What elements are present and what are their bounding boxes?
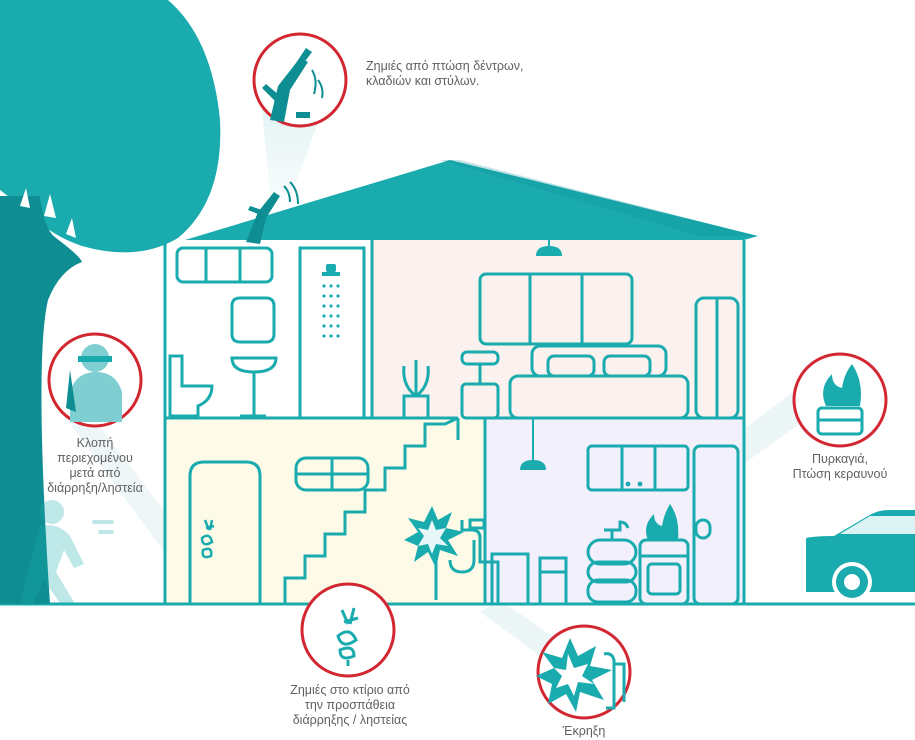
callout-break-in-circle	[300, 582, 396, 678]
callout-tree-line-1: Ζημιές από πτώση δέντρων,	[366, 59, 524, 73]
car	[806, 510, 915, 602]
fire-icon	[816, 364, 864, 436]
callout-break-in-line-3: διάρρηξης / ληστείας	[292, 713, 408, 727]
callout-fire-line-1: Πυρκαγιά,	[811, 452, 869, 466]
bedroom	[372, 240, 744, 418]
door-lock-damage-icon	[200, 519, 215, 559]
callout-theft-line-3: μετά από	[69, 466, 121, 480]
callout-tree-line-2: κλαδιών και στύλων.	[366, 74, 480, 88]
house	[0, 160, 915, 606]
kitchen-items	[490, 444, 740, 606]
callout-fire-line-2: Πτώση κεραυνού	[792, 467, 888, 481]
broken-lock-icon	[336, 607, 359, 666]
explosion-icon	[536, 638, 626, 712]
fallen-branch	[246, 181, 299, 244]
callout-break-in-label: Ζημιές στο κτίριο από την προσπάθεια διά…	[270, 683, 430, 728]
callout-theft-line-1: Κλοπή	[76, 436, 114, 450]
bedroom-furniture	[402, 272, 740, 420]
callout-theft-line-4: διάρρηξη/ληστεία	[47, 481, 143, 495]
callout-break-in-line-1: Ζημιές στο κτίριο από	[290, 683, 410, 697]
shower-icon	[322, 264, 340, 338]
pendant-lamp-icon	[520, 460, 546, 470]
running-thief	[20, 500, 114, 606]
hallway-items	[188, 456, 500, 604]
callout-tree-label: Ζημιές από πτώση δέντρων, κλαδιών και στ…	[366, 59, 524, 89]
ceiling-lamp-icon	[536, 246, 562, 256]
tree	[0, 0, 221, 604]
callout-explosion-line-1: Έκρηξη	[562, 724, 606, 738]
callout-fire-label: Πυρκαγιά, Πτώση κεραυνού	[770, 452, 910, 482]
roof	[185, 160, 758, 240]
callout-theft-label: Κλοπή περιεχομένου μετά από διάρρηξη/λησ…	[20, 436, 170, 496]
thief-icon	[66, 344, 122, 422]
callout-theft-line-2: περιεχομένου	[57, 451, 133, 465]
callout-break-in-line-2: την προσπάθεια	[304, 698, 396, 712]
stove-fire-icon	[646, 504, 679, 540]
callout-explosion-label: Έκρηξη	[534, 724, 634, 739]
bathroom	[168, 246, 366, 420]
fallen-branch-icon	[262, 48, 324, 122]
